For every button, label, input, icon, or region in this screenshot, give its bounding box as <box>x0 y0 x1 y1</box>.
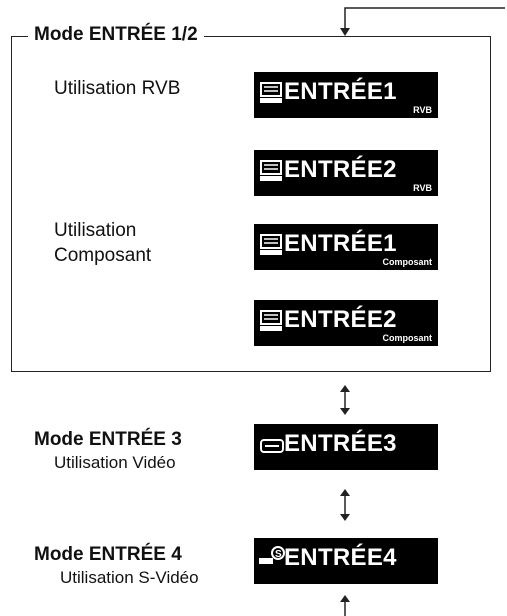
double-arrow-icon <box>340 489 350 521</box>
mode-1-2-frame <box>11 36 491 372</box>
input-name: ENTRÉE2 <box>284 156 397 183</box>
up-arrow-icon <box>340 595 350 616</box>
input-name: ENTRÉE4 <box>284 544 397 571</box>
mode-3-subtitle: Utilisation Vidéo <box>54 453 176 472</box>
rgb-usage-label: Utilisation RVB <box>54 78 181 99</box>
svg-text:S: S <box>275 549 282 560</box>
input1-rgb-display: ENTRÉE1 RVB <box>254 72 438 118</box>
input1-component-display: ENTRÉE1 Composant <box>254 224 438 270</box>
computer-icon <box>260 310 282 331</box>
input2-component-display: ENTRÉE2 Composant <box>254 300 438 346</box>
computer-icon <box>260 160 282 181</box>
component-usage-label-line2: Composant <box>54 245 152 266</box>
computer-icon <box>260 82 282 103</box>
s-video-icon: S <box>259 546 285 564</box>
input-name: ENTRÉE3 <box>284 430 397 457</box>
component-usage-label-line1: Utilisation <box>54 220 137 241</box>
input-signal-type: Composant <box>382 257 433 267</box>
input-signal-type: RVB <box>413 105 432 115</box>
computer-icon <box>260 234 282 255</box>
return-arrow-top <box>340 7 505 36</box>
mode-4-title: Mode ENTRÉE 4 <box>34 544 182 565</box>
input-name: ENTRÉE1 <box>284 78 397 105</box>
double-arrow-icon <box>340 385 350 415</box>
input-name: ENTRÉE1 <box>284 230 397 257</box>
mode-4-subtitle: Utilisation S-Vidéo <box>60 568 199 587</box>
input-name: ENTRÉE2 <box>284 306 397 333</box>
input3-video-display: ENTRÉE3 <box>254 424 438 470</box>
input-signal-type: RVB <box>413 183 432 193</box>
video-icon <box>260 439 284 453</box>
mode-3-title: Mode ENTRÉE 3 <box>34 429 182 450</box>
mode-1-2-title: Mode ENTRÉE 1/2 <box>28 24 204 46</box>
input2-rgb-display: ENTRÉE2 RVB <box>254 150 438 196</box>
input4-s-video-display: S ENTRÉE4 <box>254 538 438 584</box>
input-signal-type: Composant <box>382 333 433 343</box>
